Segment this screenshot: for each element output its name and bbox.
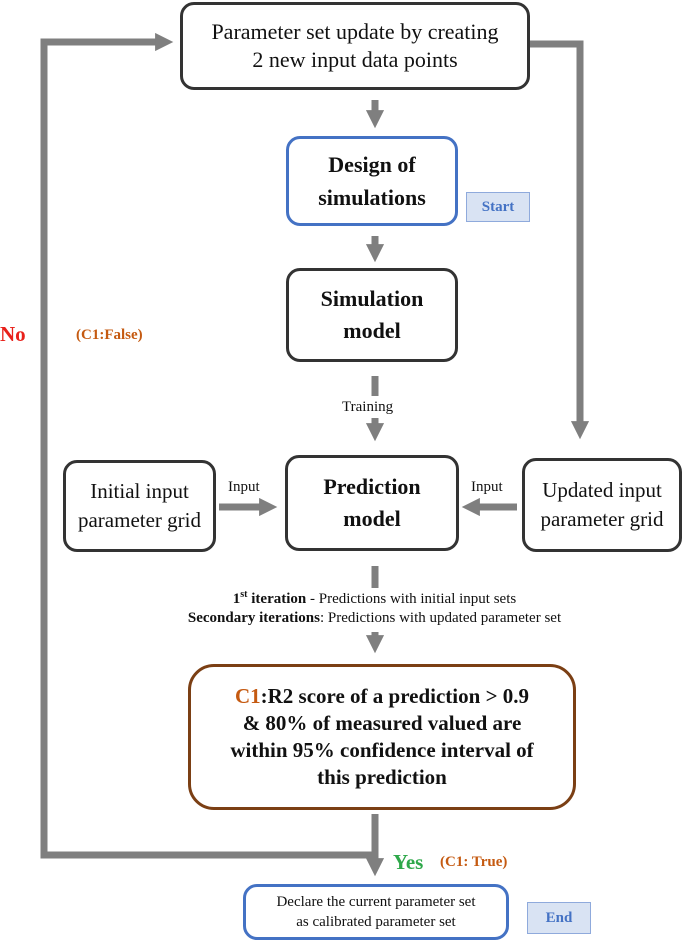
simulation-model-node: Simulation model [286,268,458,362]
no-label: No [0,322,26,346]
design-line1: Design of [328,152,416,177]
prediction-line1: Prediction [323,474,421,499]
input-label-right: Input [471,479,503,495]
condition-line1: :R2 score of a prediction > 0.9 [260,684,530,708]
updated-input-grid-node: Updated input parameter grid [522,458,682,552]
first-iteration-suffix: st [240,589,248,600]
training-label: Training [342,399,394,415]
arrow-update-to-updated-grid [530,40,590,440]
updated-grid-line2: parameter grid [540,507,664,531]
design-line2: simulations [318,185,426,210]
initial-input-grid-node: Initial input parameter grid [63,460,216,552]
iteration-note-first: 1st iteration - Predictions with initial… [0,589,685,608]
initial-grid-line2: parameter grid [77,508,202,532]
condition-line1-wrap: C1:R2 score of a prediction > 0.9 [230,683,533,710]
design-of-simulations-node: Design of simulations [286,136,458,226]
condition-line3: within 95% confidence interval of [230,738,534,762]
condition-c1-node: C1:R2 score of a prediction > 0.9 & 80% … [188,664,576,810]
parameter-update-node: Parameter set update by creating 2 new i… [180,2,530,90]
declare-line2: as calibrated parameter set [296,914,456,930]
prediction-line2: model [343,506,401,531]
declare-line1: Declare the current parameter set [276,894,476,910]
secondary-iterations-desc: : Predictions with updated parameter set [319,610,562,626]
c1-false-label: (C1:False) [76,327,143,343]
iteration-note-second: Secondary iterations: Predictions with u… [0,610,685,627]
condition-line4: this prediction [317,765,447,789]
start-tag: Start [466,192,530,222]
simulation-line2: model [343,318,401,343]
c1-true-label: (C1: True) [440,854,508,870]
first-iteration-desc: - Predictions with initial input sets [306,591,517,607]
end-tag: End [527,902,591,934]
prediction-model-node: Prediction model [285,455,459,551]
parameter-update-line2: 2 new input data points [252,47,458,72]
first-iteration-number: 1 [232,591,241,607]
secondary-iterations-title: Secondary iterations [187,610,320,626]
first-iteration-word: iteration [247,591,307,607]
updated-grid-line1: Updated input [542,478,662,502]
initial-grid-line1: Initial input [90,479,189,503]
condition-line2: & 80% of measured valued are [242,711,522,735]
input-label-left: Input [228,479,260,495]
yes-label: Yes [393,850,424,874]
arrow-no-loop [40,32,375,859]
declare-calibrated-node: Declare the current parameter set as cal… [243,884,509,940]
parameter-update-line1: Parameter set update by creating [211,19,499,44]
condition-prefix: C1 [234,684,261,708]
simulation-line1: Simulation [320,286,424,311]
